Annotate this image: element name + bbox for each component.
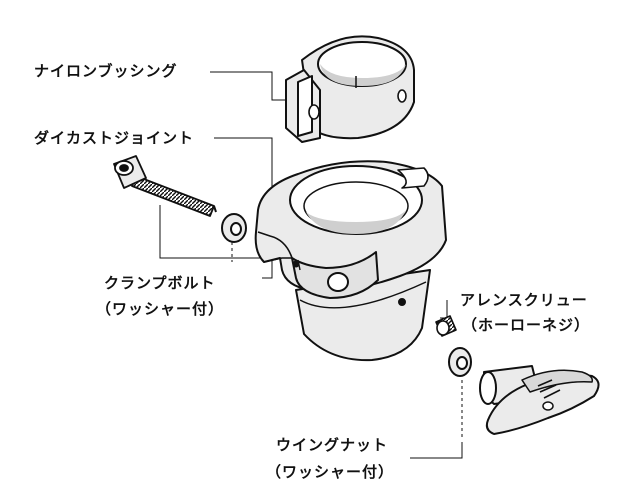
label-allen-screw-note: （ホーローネジ） xyxy=(462,316,591,334)
label-clamp-bolt-note: （ワッシャー付） xyxy=(96,300,225,318)
label-die-cast-joint: ダイカストジョイント xyxy=(34,129,195,147)
nylon-bushing-part xyxy=(285,35,415,143)
die-cast-joint-part xyxy=(254,160,447,362)
label-clamp-bolt: クランプボルト xyxy=(104,274,216,292)
label-wing-nut-note: （ワッシャー付） xyxy=(266,463,395,481)
label-nylon-bushing: ナイロンブッシング xyxy=(34,62,178,80)
leader-wing-nut-label xyxy=(410,442,463,459)
clamp-bolt-part xyxy=(113,155,217,217)
clamp-washer-part xyxy=(221,213,247,243)
leader-allen-screw xyxy=(440,300,448,319)
leader-nylon-bushing xyxy=(210,71,285,101)
wing-nut-part xyxy=(479,365,600,435)
label-wing-nut: ウイングナット xyxy=(276,436,389,454)
label-allen-screw: アレンスクリュー xyxy=(460,291,588,309)
wing-nut-washer-part xyxy=(448,347,472,377)
allen-screw-part xyxy=(435,315,457,337)
